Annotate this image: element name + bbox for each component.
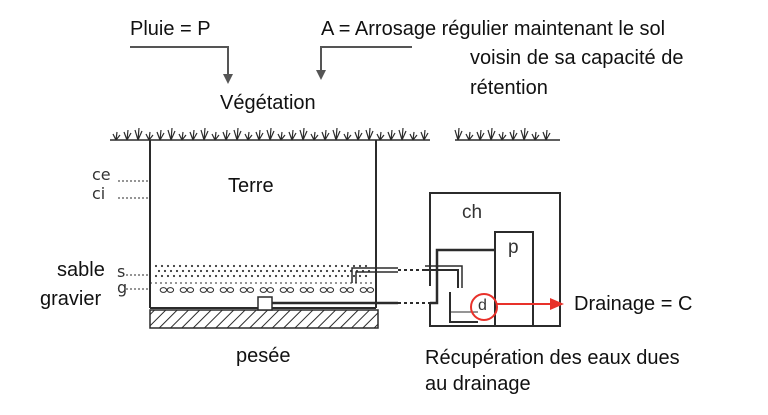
irrigation-label: A = Arrosage régulier maintenant le sol [321, 18, 666, 40]
ce-label: ce [92, 165, 111, 184]
weighing-sensor [257, 296, 273, 311]
drainage-label: Drainage = C [574, 293, 693, 315]
gravel-label: gravier [40, 288, 102, 310]
rain-pointer [130, 46, 233, 84]
ch-label: ch [462, 202, 483, 223]
layer-ticks [118, 180, 150, 290]
s-label: s [117, 262, 126, 281]
sand-label: sable [57, 259, 105, 281]
recovery-label-line2: au drainage [425, 373, 531, 395]
drainage-arrow [497, 298, 564, 310]
soil-label: Terre [228, 175, 274, 197]
grass-tufts [112, 127, 551, 141]
drain-pipes [272, 248, 495, 305]
lysimeter-tank [149, 140, 377, 309]
p-label: p [508, 237, 519, 258]
d-label: d [478, 297, 487, 314]
ci-label: ci [92, 184, 106, 203]
sand-layer [154, 264, 371, 278]
vegetation-label: Végétation [220, 92, 316, 114]
g-label: g [117, 278, 128, 297]
irrigation-label-line2: voisin de sa capacité de [470, 47, 684, 69]
weighing-label: pesée [236, 345, 291, 367]
concrete-base [149, 309, 379, 329]
collection-chamber [429, 192, 561, 327]
ground-surface [110, 127, 560, 141]
drain-circle [470, 293, 498, 321]
rain-label: Pluie = P [130, 18, 211, 40]
irrigation-label-line3: rétention [470, 77, 548, 99]
gravel-layer [159, 287, 375, 293]
recovery-label-line1: Récupération des eaux dues [425, 347, 680, 369]
irrigation-pointer [316, 46, 412, 80]
